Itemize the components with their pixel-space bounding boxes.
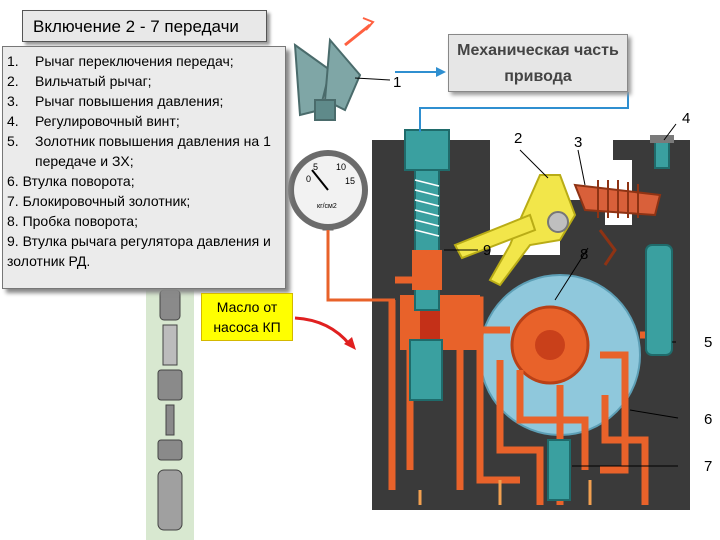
legend-item: 3.Рычаг повышения давления; (7, 93, 224, 109)
oil-source-box: Масло от насоса КП (201, 293, 293, 341)
shift-lever (293, 37, 362, 121)
gauge-tick: 10 (336, 162, 346, 172)
gauge-tick: 5 (313, 162, 318, 172)
parts-legend: 1.Рычаг переключения передач; 2.Вильчаты… (2, 46, 286, 289)
callout-lines (354, 77, 679, 467)
slide-title: Включение 2 - 7 передачи (22, 10, 267, 42)
callout-2: 2 (514, 130, 523, 147)
gauge-tick: 0 (306, 174, 311, 184)
mech-box-line2: привода (504, 68, 572, 85)
callout-4: 4 (682, 110, 691, 127)
gauge-tick: 15 (345, 176, 355, 186)
callout-3: 3 (574, 134, 583, 151)
legend-item: 6. Втулка поворота; (7, 173, 135, 189)
oil-channels-light (418, 480, 592, 505)
legend-item: 8. Пробка поворота; (7, 213, 138, 229)
spool-parts (157, 289, 183, 531)
mech-box-line1: Механическая часть (457, 42, 619, 59)
legend-item: 1.Рычаг переключения передач; (7, 53, 234, 69)
callout-9: 9 (483, 242, 492, 259)
legend-item: 9. Втулка рычага регулятора давления и з… (7, 233, 271, 269)
callout-6: 6 (704, 411, 713, 428)
callout-7: 7 (704, 458, 713, 475)
blocking-spool (547, 439, 571, 501)
oil-arrow (294, 316, 352, 346)
pressure-gauge (288, 150, 368, 231)
callout-5: 5 (704, 334, 713, 351)
legend-item: 2.Вильчатый рычаг; (7, 73, 152, 89)
callout-8: 8 (580, 246, 589, 263)
oil-box-line1: Масло от (216, 299, 278, 315)
oil-box-line2: насоса КП (213, 319, 281, 335)
legend-item: 7. Блокировочный золотник; (7, 193, 191, 209)
mech-link-line (419, 92, 629, 132)
lever-spring (597, 180, 639, 218)
mech-drive-box: Механическая часть привода (448, 34, 628, 92)
legend-item: 5.Золотник повышения давления на 1 перед… (7, 133, 271, 169)
boost-spool (645, 244, 673, 356)
spool-spring (414, 179, 440, 237)
shift-lever-handle (344, 23, 371, 47)
callout-1: 1 (393, 74, 402, 91)
gauge-label: кг/см2 (317, 203, 337, 210)
regulator-spool (404, 129, 450, 171)
adjust-screw (654, 139, 670, 169)
legend-item: 4.Регулировочный винт; (7, 113, 180, 129)
